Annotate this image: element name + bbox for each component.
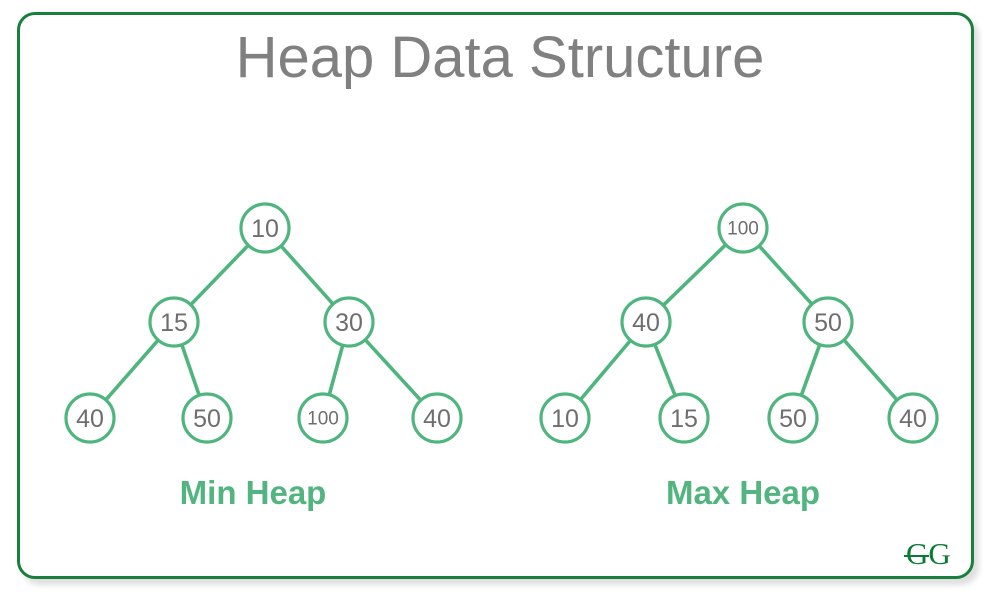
min-heap-label: Min Heap xyxy=(179,474,327,511)
page-title: Heap Data Structure xyxy=(235,25,765,90)
logo-letter-plain: G xyxy=(928,536,951,571)
geeksforgeeks-logo: GG xyxy=(906,538,951,569)
diagram-frame xyxy=(17,12,974,579)
logo-letter-strike: G xyxy=(906,536,929,571)
max-heap-label: Max Heap xyxy=(665,474,821,511)
